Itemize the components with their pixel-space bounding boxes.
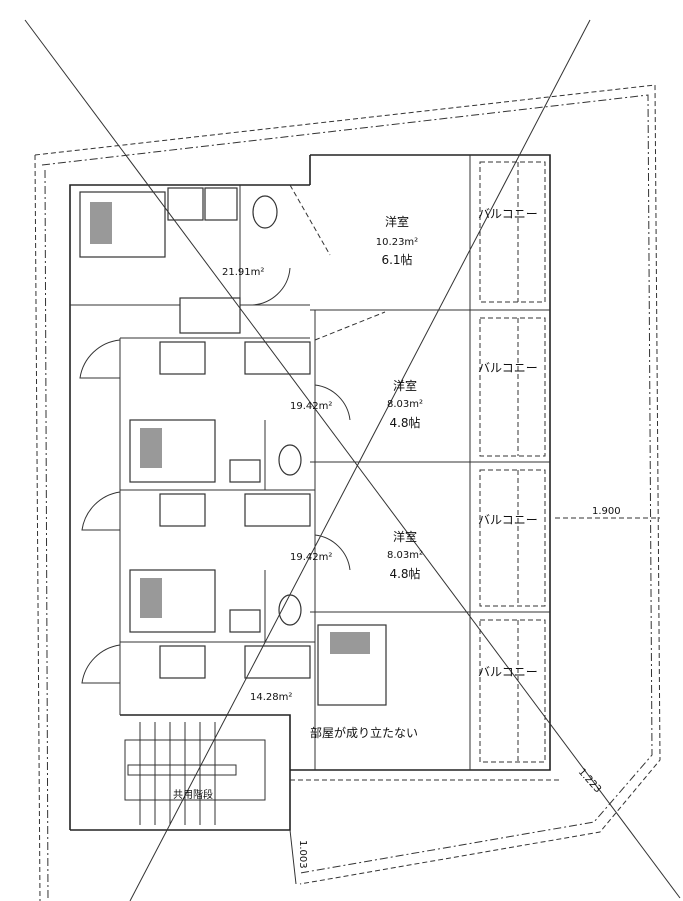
unit-area: 19.42m² xyxy=(290,552,332,563)
unit-area: 14.28m² xyxy=(250,692,292,703)
stair xyxy=(124,722,266,825)
dimension-text: 1.900 xyxy=(592,506,621,517)
site-boundary xyxy=(34,84,661,901)
dimension-corner: 1.223 xyxy=(576,767,603,796)
balcony-label: バルコニー xyxy=(478,207,538,221)
balcony-label: バルコニー xyxy=(478,513,538,527)
room-label-3: 洋室 8.03m² 4.8帖 xyxy=(387,529,423,581)
dimension-text: 1.003 xyxy=(297,840,308,869)
unusable-room-note: 部屋が成り立たない xyxy=(310,725,418,740)
bath-units xyxy=(79,191,387,706)
room-tatami: 6.1帖 xyxy=(381,252,412,267)
unit-area: 21.91m² xyxy=(222,267,264,278)
unit-area: 19.42m² xyxy=(290,401,332,412)
dimension-text: 1.223 xyxy=(576,767,603,796)
building-walls xyxy=(69,154,560,831)
dimension-bottom: 1.003 xyxy=(289,829,308,885)
balcony-label: バルコニー xyxy=(478,361,538,375)
balcony-grids xyxy=(479,161,546,763)
room-name: 洋室 xyxy=(393,378,417,393)
room-tatami: 4.8帖 xyxy=(389,566,420,581)
room-area: 8.03m² xyxy=(387,550,423,561)
room-name: 洋室 xyxy=(385,214,409,229)
room-tatami: 4.8帖 xyxy=(389,415,420,430)
room-label-1: 洋室 10.23m² 6.1帖 xyxy=(376,214,418,267)
dimension-right: 1.900 xyxy=(555,506,660,519)
room-area: 8.03m² xyxy=(387,399,423,410)
door-swings xyxy=(79,184,386,684)
fixtures xyxy=(159,187,311,679)
diagonal-guides xyxy=(24,19,681,901)
balcony-label: バルコニー xyxy=(478,665,538,679)
room-area: 10.23m² xyxy=(376,237,418,248)
stair-label: 共用階段 xyxy=(173,788,213,801)
room-label-2: 洋室 8.03m² 4.8帖 xyxy=(387,378,423,430)
room-name: 洋室 xyxy=(393,529,417,544)
